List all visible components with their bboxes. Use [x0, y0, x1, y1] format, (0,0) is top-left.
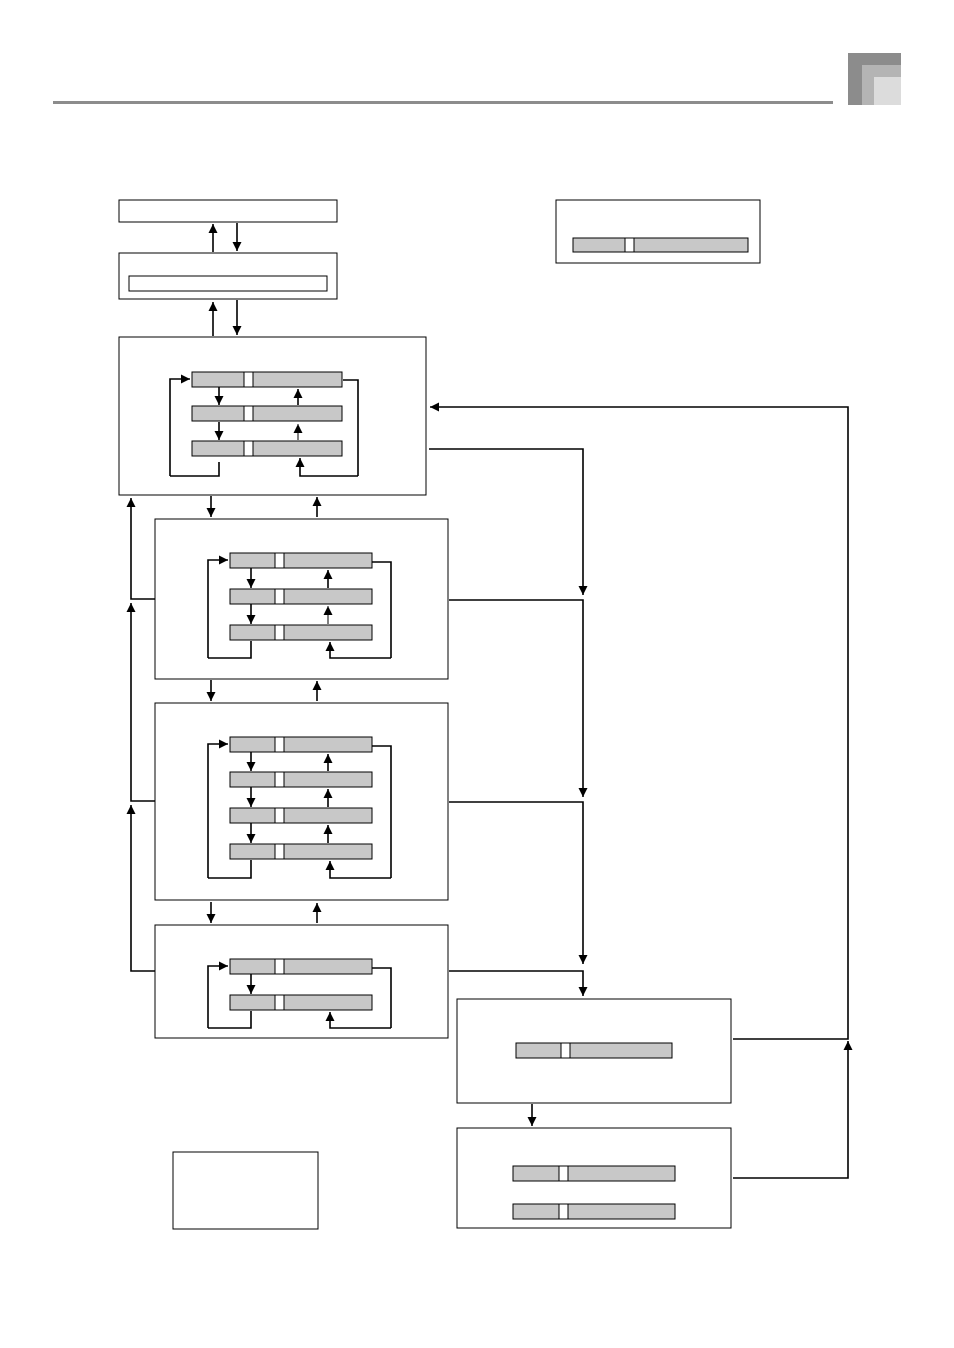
- result-2-row-1: [512, 1165, 676, 1182]
- display-marker: [274, 958, 285, 975]
- display-bar: [229, 588, 373, 605]
- display-bar: [191, 371, 343, 388]
- menu-3-row-3: [229, 807, 373, 824]
- display-bar: [229, 552, 373, 569]
- menu-4-row-1: [229, 958, 373, 975]
- display-marker: [274, 588, 285, 605]
- display-bar: [191, 440, 343, 457]
- menu-box-3: [154, 702, 449, 901]
- display-marker: [274, 994, 285, 1011]
- legend-box: [555, 199, 761, 264]
- display-bar: [229, 736, 373, 753]
- connector-line: [208, 1011, 252, 1029]
- menu-2-row-2: [229, 588, 373, 605]
- connector-arrow: [449, 970, 588, 996]
- display-marker: [274, 807, 285, 824]
- result-1-row: [515, 1042, 673, 1059]
- connector-line: [372, 561, 392, 658]
- connector-arrow: [295, 458, 358, 477]
- menu-3-row-4: [229, 843, 373, 860]
- connector-arrow: [733, 1041, 853, 1179]
- menu-1-row-2: [191, 405, 343, 422]
- top-box: [118, 199, 338, 223]
- display-marker: [243, 440, 254, 457]
- display-bar: [572, 237, 749, 253]
- display-marker: [274, 736, 285, 753]
- connector-line: [208, 641, 252, 659]
- display-marker: [243, 405, 254, 422]
- connector-line: [208, 860, 252, 879]
- menu-3-row-1: [229, 736, 373, 753]
- connector-arrow: [325, 861, 391, 879]
- display-bar: [512, 1165, 676, 1182]
- display-marker: [243, 371, 254, 388]
- connector-arrow: [207, 961, 228, 1028]
- display-marker: [558, 1165, 569, 1182]
- display-rows-layer: [191, 237, 749, 1220]
- boxes-layer: [118, 199, 761, 1230]
- result-2-row-2: [512, 1203, 676, 1220]
- connector-arrow: [207, 555, 228, 658]
- menu-2-row-1: [229, 552, 373, 569]
- display-bar: [229, 994, 373, 1011]
- connector-arrow: [126, 603, 155, 802]
- connector-line: [372, 745, 392, 878]
- connector-arrow: [325, 1012, 391, 1029]
- header-rule: [53, 101, 833, 104]
- connector-arrow: [325, 642, 391, 659]
- menu-box-4: [154, 924, 449, 1039]
- display-marker: [274, 843, 285, 860]
- connector-arrow: [126, 498, 155, 600]
- connector-arrow: [169, 374, 190, 476]
- menu-2-row-3: [229, 624, 373, 641]
- menu-1-row-3: [191, 440, 343, 457]
- display-bar: [229, 843, 373, 860]
- menu-1-row-1: [191, 371, 343, 388]
- note-box: [172, 1151, 319, 1230]
- display-marker: [274, 552, 285, 569]
- connector-line: [343, 379, 359, 476]
- menu-3-row-2: [229, 771, 373, 788]
- menu-4-row-2: [229, 994, 373, 1011]
- connector-line: [170, 462, 220, 477]
- connector-arrow: [449, 801, 588, 964]
- connector-arrow: [430, 402, 849, 1040]
- connectors-layer: [126, 223, 853, 1179]
- second-box-field: [128, 275, 328, 292]
- connector-arrow: [126, 805, 155, 972]
- page-corner-square-icon: [848, 53, 901, 105]
- display-bar: [191, 405, 343, 422]
- display-bar: [229, 624, 373, 641]
- display-bar: [229, 958, 373, 975]
- connector-arrow: [429, 448, 588, 595]
- legend-display-row: [572, 237, 749, 253]
- connector-line: [372, 967, 392, 1028]
- display-marker: [624, 237, 635, 253]
- corner-layer-light: [874, 77, 901, 105]
- display-marker: [274, 624, 285, 641]
- display-marker: [560, 1042, 571, 1059]
- display-bar: [515, 1042, 673, 1059]
- connector-arrow: [207, 739, 228, 878]
- display-marker: [274, 771, 285, 788]
- display-marker: [558, 1203, 569, 1220]
- connector-arrow: [449, 599, 588, 797]
- display-bar: [229, 807, 373, 824]
- display-bar: [229, 771, 373, 788]
- display-bar: [512, 1203, 676, 1220]
